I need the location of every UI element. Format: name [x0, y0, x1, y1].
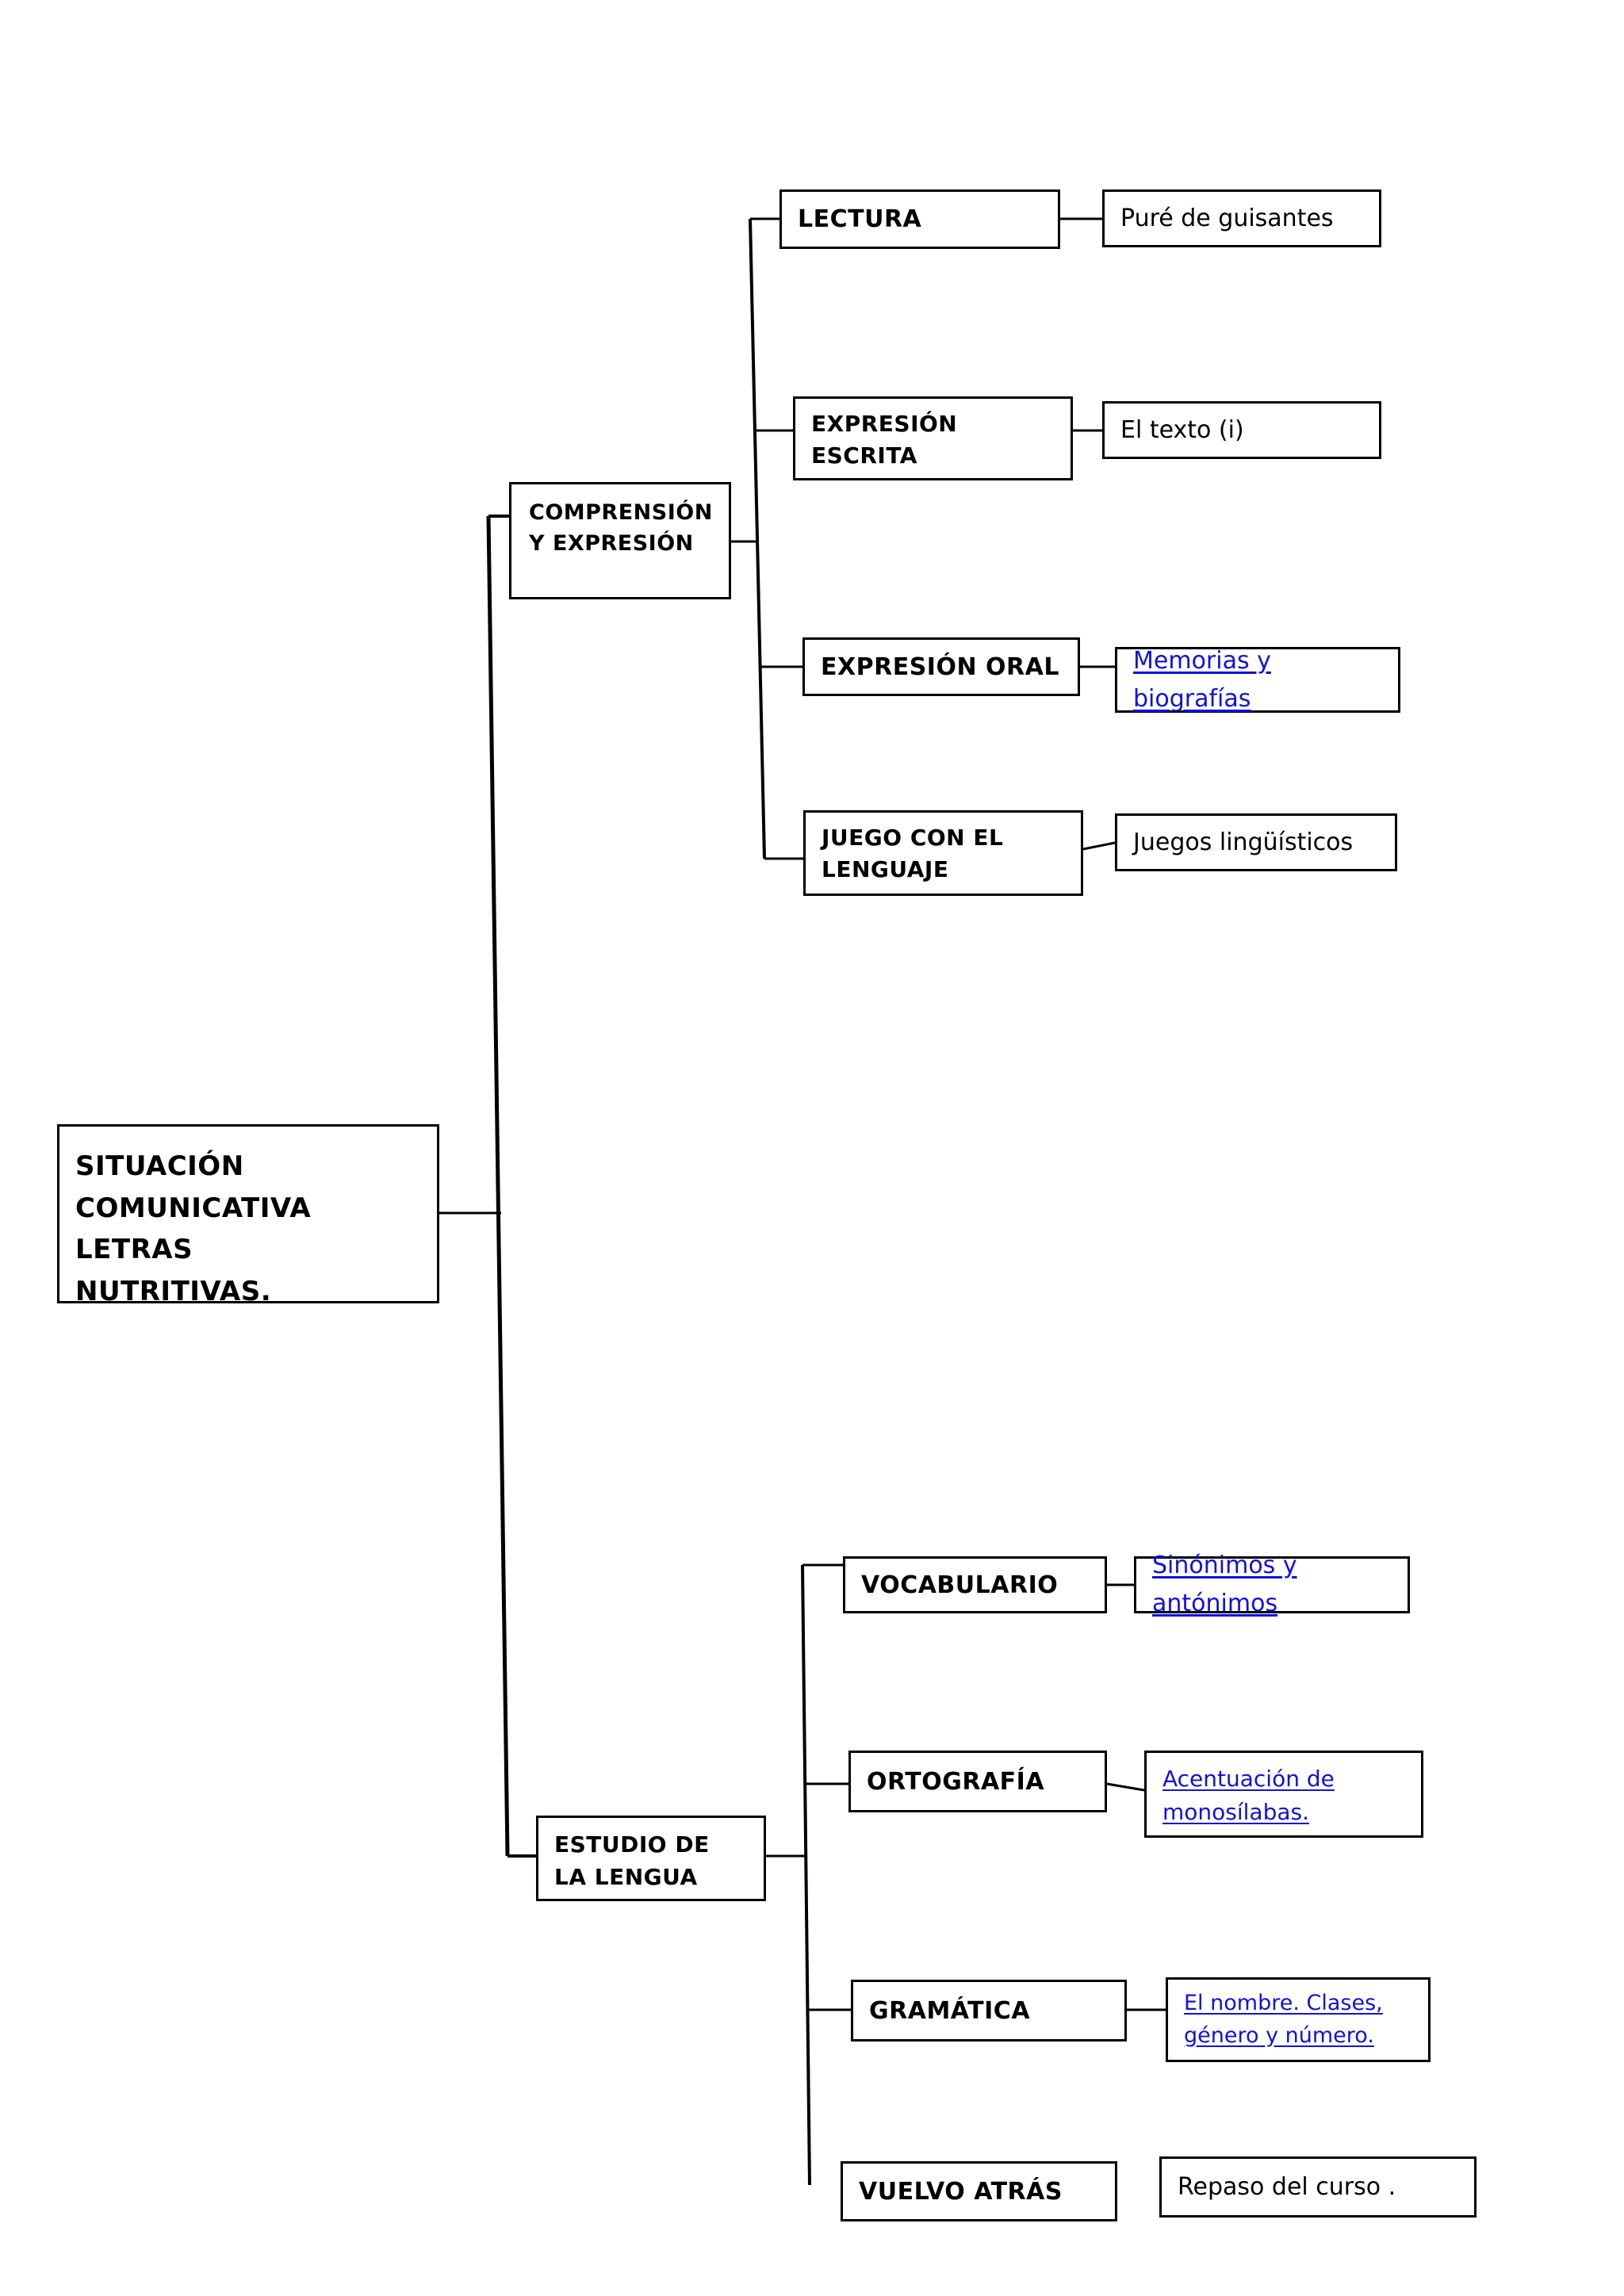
node-el-texto-i[interactable]: El texto (i) [1102, 401, 1381, 459]
node-lectura[interactable]: LECTURA [779, 189, 1060, 249]
node-expresion-oral[interactable]: EXPRESIÓN ORAL [802, 637, 1080, 696]
node-gramatica-label: GRAMÁTICA [869, 1996, 1031, 2025]
node-acentuacion-de-monosilabas[interactable]: Acentuación de monosílabas. [1144, 1751, 1423, 1838]
node-el-texto-i-label: El texto (i) [1120, 415, 1244, 444]
node-acentuacion-de-monosilabas-label: Acentuación de monosílabas. [1162, 1766, 1335, 1825]
root-spine [486, 515, 510, 1857]
node-vocabulario[interactable]: VOCABULARIO [843, 1556, 1107, 1613]
node-comprension-y-expresion-label: COMPRENSIÓN Y EXPRESIÓN [529, 500, 713, 557]
node-memorias-y-biografias[interactable]: Memorias y biografías [1115, 647, 1400, 713]
node-comprension-y-expresion[interactable]: COMPRENSIÓN Y EXPRESIÓN [509, 482, 731, 599]
node-expresion-escrita[interactable]: EXPRESIÓN ESCRITA [793, 396, 1073, 480]
node-estudio-de-la-lengua[interactable]: ESTUDIO DE LA LENGUA [536, 1816, 766, 1901]
node-el-nombre-clases-genero-y-numero[interactable]: El nombre. Clases, género y número. [1166, 1977, 1431, 2062]
node-ortografia-label: ORTOGRAFÍA [867, 1767, 1045, 1796]
node-sinonimos-y-antonimos[interactable]: Sinónimos y antónimos [1134, 1552, 1410, 1617]
node-estudio-de-la-lengua-label: ESTUDIO DE LA LENGUA [554, 1831, 710, 1890]
node-juegos-linguisticos[interactable]: Juegos lingüísticos [1115, 813, 1397, 871]
node-pure-de-guisantes-label: Puré de guisantes [1120, 204, 1334, 232]
estudio-spine [801, 1564, 811, 2186]
node-sinonimos-y-antonimos-label: Sinónimos y antónimos [1152, 1552, 1297, 1617]
node-pure-de-guisantes[interactable]: Puré de guisantes [1102, 189, 1381, 247]
node-repaso-del-curso-label: Repaso del curso . [1178, 2172, 1396, 2201]
node-juego-con-el-lenguaje-label: JUEGO CON EL LENGUAJE [822, 825, 1004, 882]
node-memorias-y-biografias-label: Memorias y biografías [1133, 646, 1271, 713]
node-el-nombre-clases-genero-y-numero-label: El nombre. Clases, género y número. [1184, 1991, 1383, 2048]
node-juego-con-el-lenguaje[interactable]: JUEGO CON EL LENGUAJE [803, 810, 1083, 896]
node-lectura-label: LECTURA [798, 205, 922, 233]
node-expresion-escrita-label: EXPRESIÓN ESCRITA [811, 411, 958, 469]
node-ortografia[interactable]: ORTOGRAFÍA [848, 1751, 1107, 1812]
comprension-spine [749, 218, 766, 859]
node-expresion-oral-label: EXPRESIÓN ORAL [821, 652, 1059, 681]
node-gramatica[interactable]: GRAMÁTICA [851, 1980, 1127, 2042]
connector-juego-lenguaje-leaf [1082, 841, 1116, 851]
node-repaso-del-curso[interactable]: Repaso del curso . [1159, 2156, 1477, 2218]
node-root-label: SITUACIÓN COMUNICATIVA LETRAS NUTRITIVAS… [75, 1150, 312, 1308]
node-juegos-linguisticos-label: Juegos lingüísticos [1133, 828, 1354, 856]
connector-ortografia-leaf [1106, 1782, 1145, 1792]
node-vocabulario-label: VOCABULARIO [861, 1571, 1059, 1599]
node-root[interactable]: SITUACIÓN COMUNICATIVA LETRAS NUTRITIVAS… [57, 1124, 439, 1307]
node-vuelvo-atras-label: VUELVO ATRÁS [859, 2177, 1063, 2206]
node-vuelvo-atras[interactable]: VUELVO ATRÁS [841, 2161, 1117, 2221]
